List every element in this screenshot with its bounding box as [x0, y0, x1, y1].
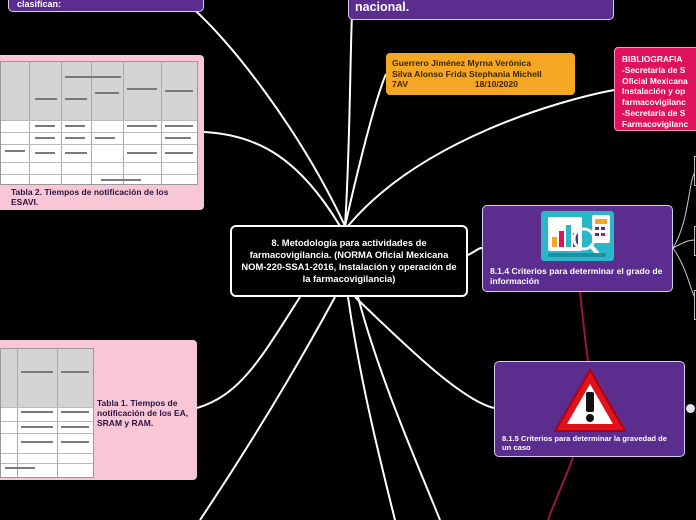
- node-8-1-5-label: 8.1.5 Criterios para determinar la grave…: [502, 434, 668, 453]
- group: 7AV: [392, 79, 409, 90]
- group-date: 7AV 18/10/2020: [392, 79, 569, 90]
- link-top-left: [189, 5, 346, 227]
- date: 18/10/2020: [474, 79, 518, 90]
- biblio-line: Instalación y op: [622, 86, 686, 97]
- warning-icon: [553, 368, 627, 432]
- tabla1-node[interactable]: Tabla 1. Tiempos de notificación de los …: [0, 340, 197, 480]
- tabla1-image: [0, 348, 94, 478]
- link-bottom-center: [347, 296, 396, 520]
- right-stub-node[interactable]: [694, 226, 696, 256]
- node-8-1-4-label: 8.1.4 Criterios para determinar el grado…: [490, 266, 663, 287]
- link-814-stub-1: [672, 169, 696, 249]
- link-814: [467, 247, 483, 256]
- top-left-node[interactable]: clasifican:: [8, 0, 204, 12]
- central-title: 8. Metodología para actividades de farma…: [241, 236, 457, 285]
- tabla1-caption: Tabla 1. Tiempos de notificación de los …: [97, 398, 189, 429]
- biblio-line: -Secretaría de S: [622, 107, 686, 118]
- biblio-line: Oficial Mexicana: [622, 75, 688, 86]
- tabla2-node[interactable]: Tabla 2. Tiempos de notificación de los …: [0, 55, 204, 210]
- right-stub-node[interactable]: [694, 156, 696, 186]
- top-right-node[interactable]: nacional.: [348, 0, 614, 20]
- right-stub-node[interactable]: [694, 290, 696, 320]
- link-authors: [344, 73, 387, 227]
- biblio-line: Farmacovigilanc: [622, 118, 689, 129]
- central-topic[interactable]: 8. Metodología para actividades de farma…: [230, 225, 468, 297]
- link-circle-icon[interactable]: [686, 404, 695, 413]
- link-bottom-left: [199, 296, 336, 520]
- link-top-right: [344, 13, 353, 227]
- tabla2-image: [0, 61, 198, 185]
- data-analysis-icon: [541, 211, 614, 261]
- author-2: Silva Alonso Frida Stephania Michell: [392, 68, 542, 79]
- author-1: Guerrero Jiménez Myrna Verónica: [392, 58, 531, 68]
- biblio-line: farmacovigilanc: [622, 97, 686, 107]
- top-left-text: clasifican:: [17, 0, 62, 9]
- link-815: [354, 296, 495, 409]
- link-bottom-mid: [357, 296, 441, 520]
- link-tabla2: [203, 131, 341, 227]
- link-815-down: [547, 456, 574, 520]
- tabla2-caption: Tabla 2. Tiempos de notificación de los …: [11, 187, 169, 208]
- link-biblio: [347, 89, 615, 227]
- bibliography-box[interactable]: BIBLIOGRAFIA -Secretaría de S Oficial Me…: [614, 47, 696, 131]
- biblio-line: BIBLIOGRAFIA: [622, 54, 683, 64]
- top-right-text: nacional.: [355, 0, 410, 14]
- link-814-stub-3: [672, 247, 696, 301]
- link-tabla1: [196, 296, 301, 409]
- link-814-815: [579, 291, 589, 362]
- biblio-line: -Secretaría de S: [622, 64, 686, 75]
- authors-box[interactable]: Guerrero Jiménez Myrna Verónica Silva Al…: [386, 53, 575, 95]
